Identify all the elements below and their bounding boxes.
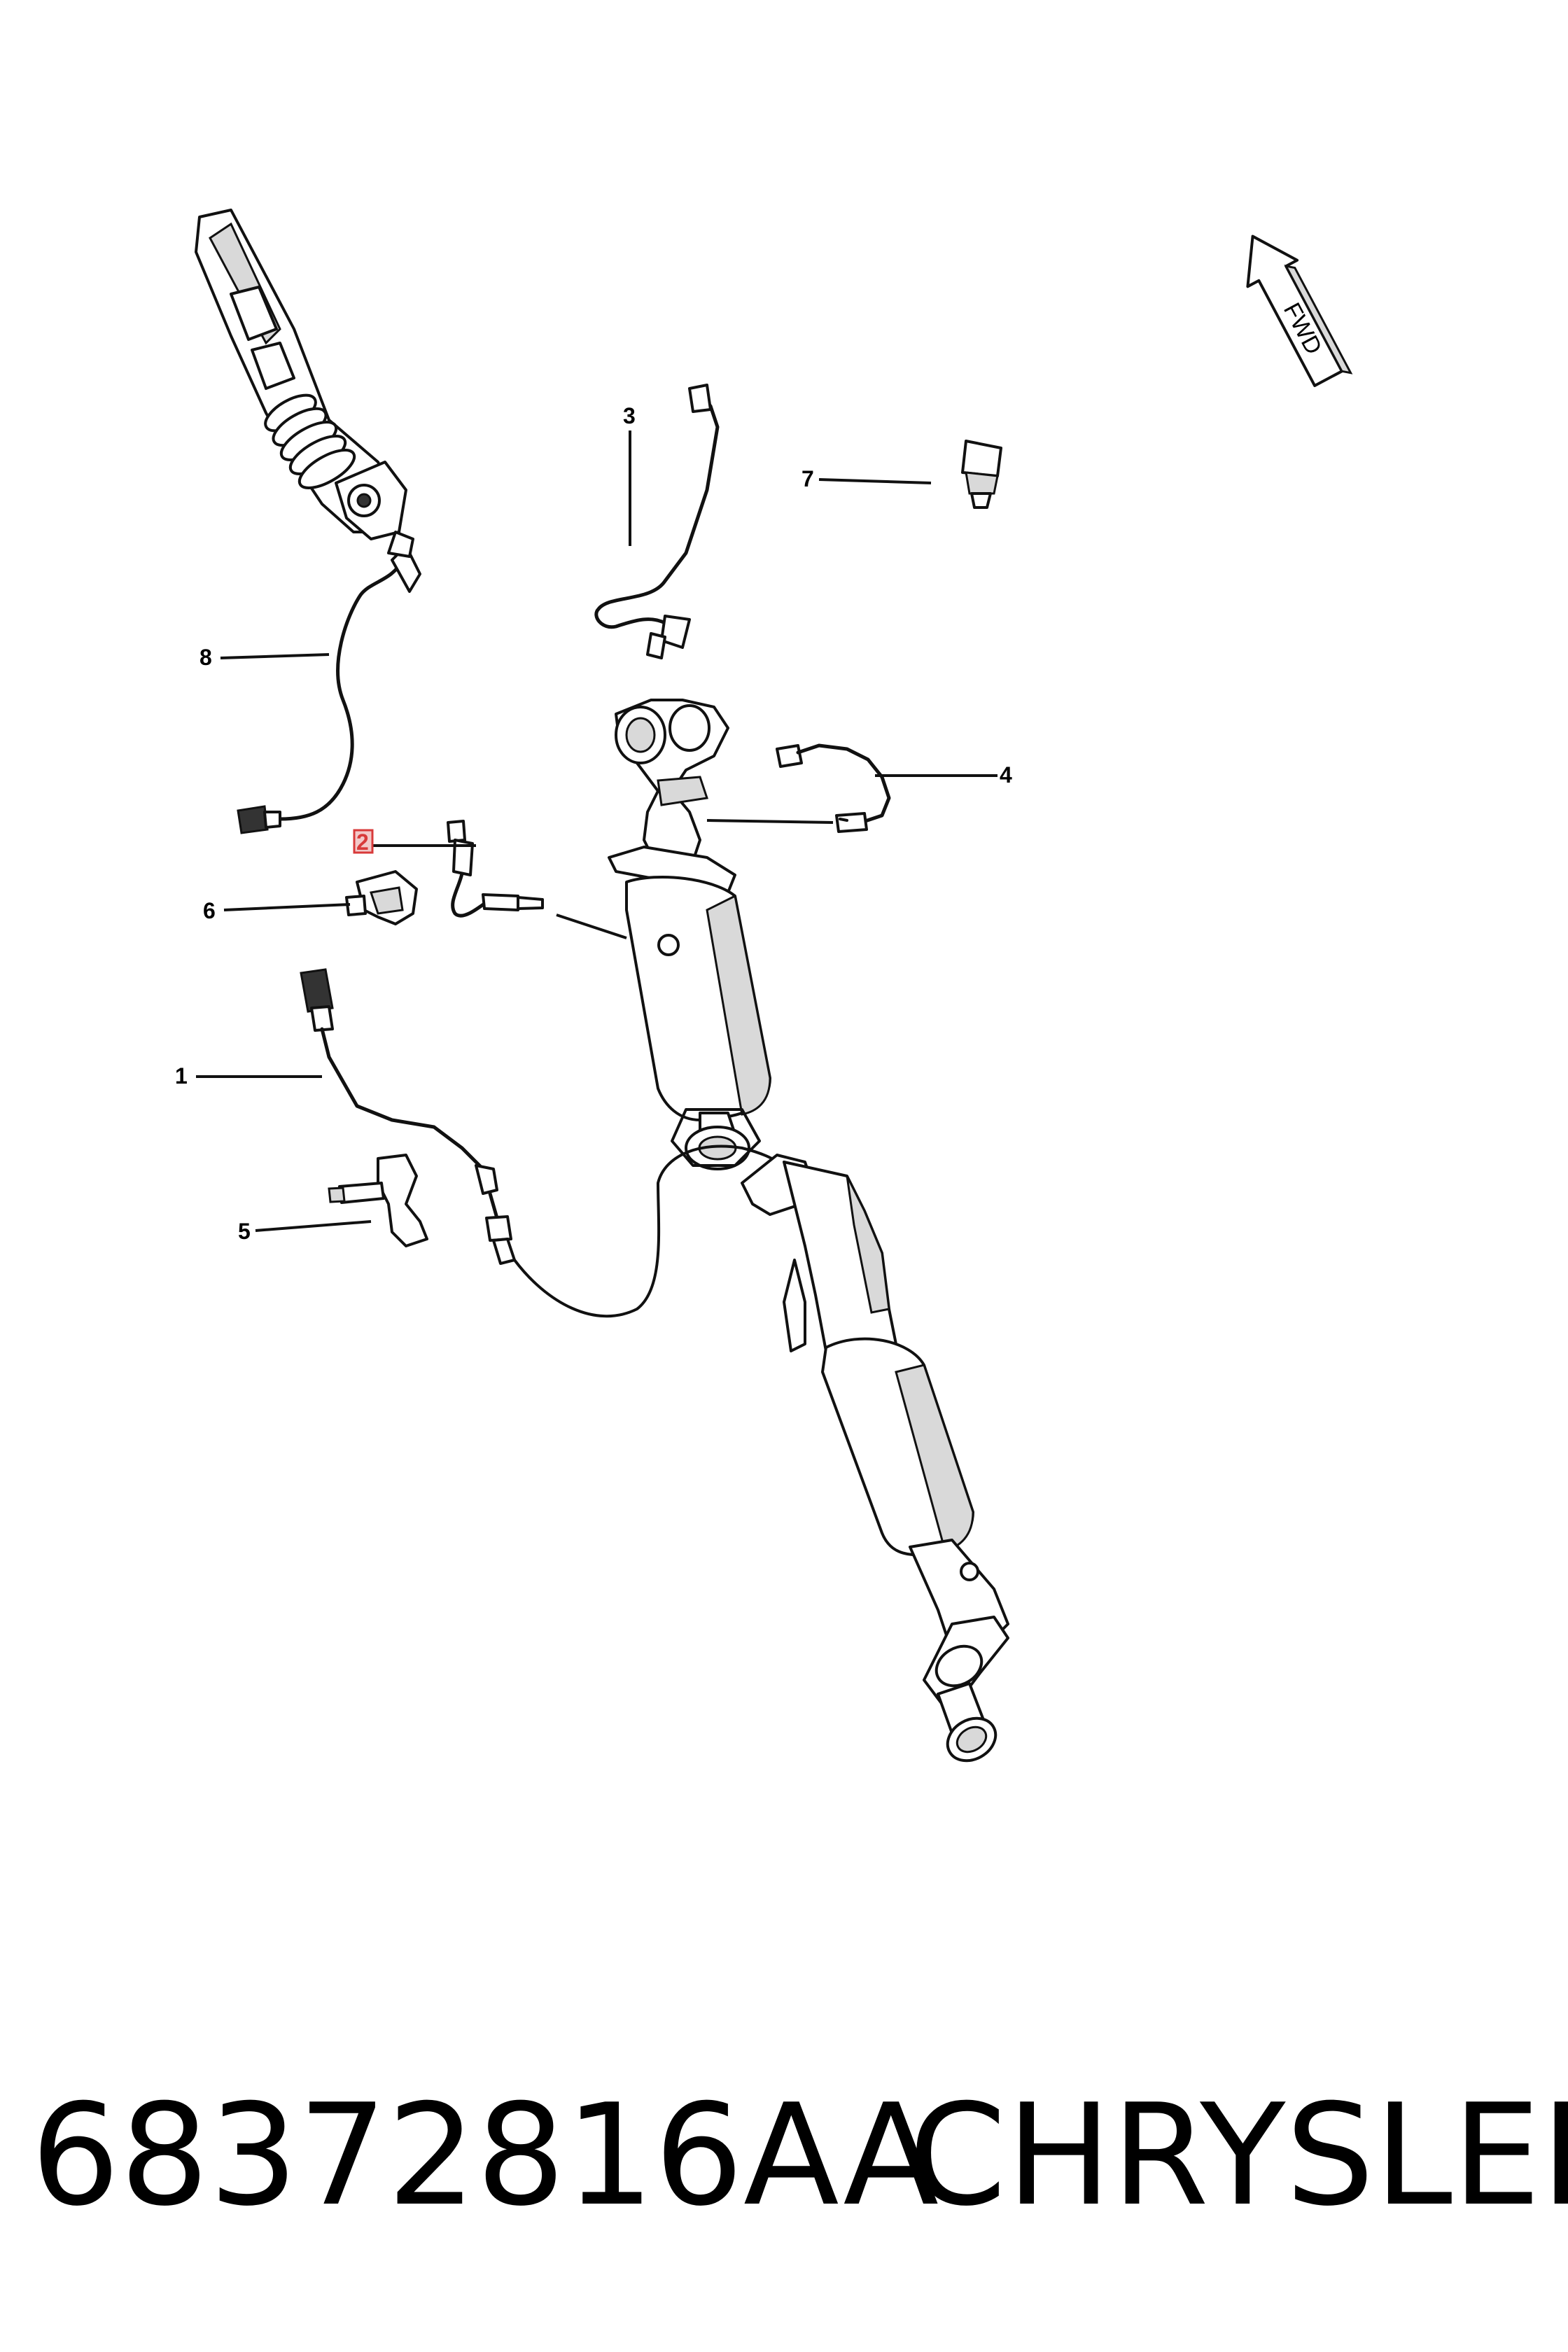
callout-2-highlight: 2	[353, 829, 374, 855]
sensor-8-wire	[237, 531, 421, 834]
callout-leader-lines	[196, 430, 997, 1232]
callout-3: 3	[623, 403, 636, 428]
sensor-5-bracket	[328, 1154, 428, 1247]
callout-4: 4	[1000, 762, 1012, 788]
part-number-caption: 68372816AA	[31, 2074, 939, 2237]
sensor-6-bracket	[345, 870, 418, 925]
upper-catalytic-converter	[608, 699, 771, 1170]
callout-6: 6	[203, 898, 216, 923]
sensor-1-wire	[300, 968, 516, 1265]
lower-muffler-assembly	[741, 1154, 1009, 1763]
flex-bellows	[264, 393, 356, 489]
callout-8: 8	[200, 645, 212, 670]
sensor-7-pressure	[961, 440, 1002, 509]
brand-caption: CHRYSLER	[909, 2074, 1568, 2237]
sensor-3-tube	[594, 384, 720, 659]
connecting-loop-hose	[513, 1144, 785, 1318]
exhaust-manifold-pipe	[195, 209, 407, 540]
forward-direction-arrow: FWD	[1246, 234, 1353, 387]
sensor-4-wire	[776, 743, 891, 833]
callout-1: 1	[175, 1063, 188, 1088]
callout-2: 2	[356, 830, 369, 855]
sensor-2-wire	[447, 820, 544, 918]
callout-5: 5	[238, 1219, 251, 1244]
callout-7: 7	[802, 466, 814, 491]
